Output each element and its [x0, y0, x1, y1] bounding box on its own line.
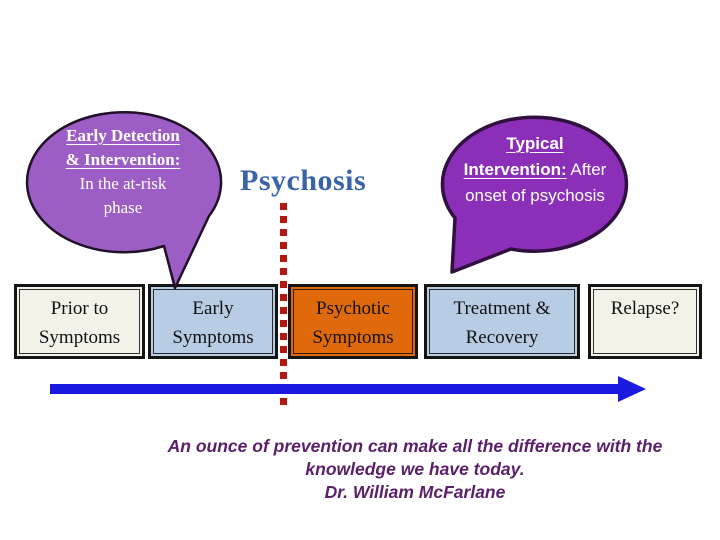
timeline-box-relapse: Relapse?	[588, 284, 702, 359]
timeline-box-treatment-recovery: Treatment & Recovery	[424, 284, 580, 359]
quote-line-1: An ounce of prevention can make all the …	[167, 436, 663, 456]
typical-intervention-bubble-shape	[440, 115, 629, 274]
typical-intervention-bubble: Typical Intervention: After onset of psy…	[460, 131, 610, 209]
psychosis-onset-dotted-line	[280, 203, 287, 408]
speech-bubble-icon	[25, 110, 223, 290]
early-detection-bubble-body: In the at-risk phase	[79, 174, 167, 217]
timeline-box-early-symptoms: Early Symptoms	[148, 284, 278, 359]
timeline-box-prior-to-symptoms: Prior to Symptoms	[14, 284, 145, 359]
timeline-box-label: Treatment & Recovery	[429, 289, 575, 354]
timeline-box-label: Psychotic Symptoms	[293, 289, 413, 354]
quote-block: An ounce of prevention can make all the …	[120, 435, 710, 504]
arrowhead-right-icon	[618, 376, 646, 402]
timeline-box-label: Early Symptoms	[153, 289, 273, 354]
timeline-box-psychotic-symptoms: Psychotic Symptoms	[288, 284, 418, 359]
early-detection-bubble-shape	[25, 110, 223, 290]
typical-intervention-bubble-body: After onset of psychosis	[465, 160, 607, 205]
typical-intervention-bubble-heading: Typical Intervention:	[463, 134, 567, 179]
timeline-box-label: Prior to Symptoms	[19, 289, 140, 354]
quote-line-2: knowledge we have today.	[305, 459, 525, 479]
timeline-arrow	[50, 376, 646, 402]
early-detection-bubble-heading: Early Detection & Intervention:	[65, 126, 181, 169]
early-detection-bubble: Early Detection & Intervention: In the a…	[59, 124, 187, 220]
timeline-box-label: Relapse?	[593, 289, 697, 354]
quote-attribution: Dr. William McFarlane	[324, 482, 506, 502]
page-title: Psychosis	[240, 164, 367, 197]
speech-bubble-icon	[440, 115, 629, 274]
